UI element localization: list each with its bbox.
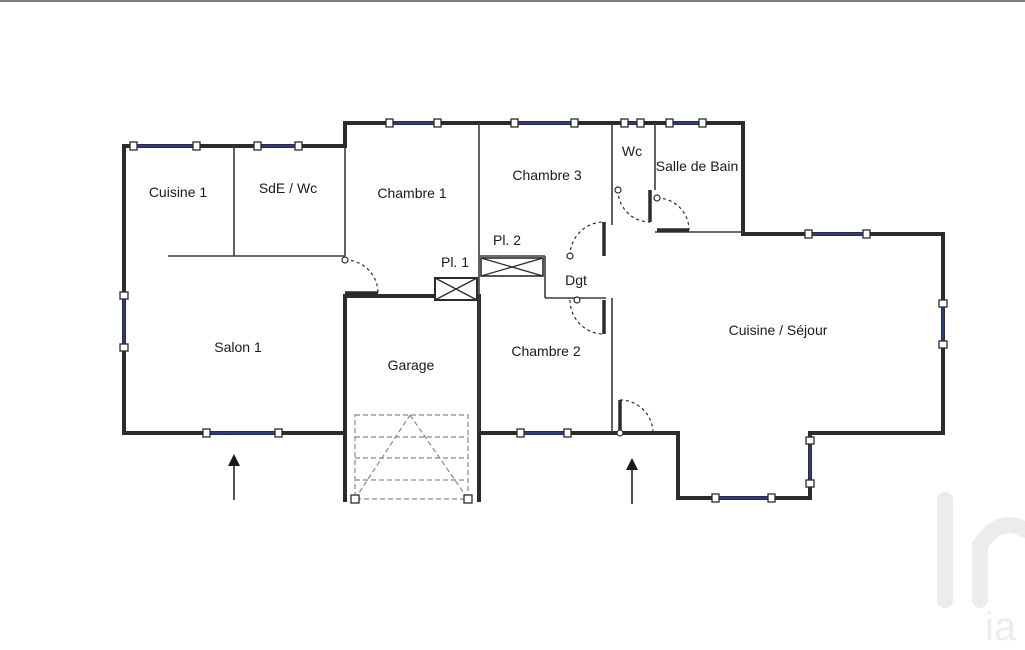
- window-sejour-south: [711, 493, 776, 503]
- room-label-chambre3: Chambre 3: [512, 167, 581, 183]
- door-salle-de-bain: [653, 194, 690, 232]
- watermark-text: ia: [985, 605, 1017, 649]
- door-entrance: [616, 399, 654, 437]
- entrance-arrow-sejour: [626, 458, 638, 504]
- entrance-arrow-salon: [228, 454, 240, 500]
- window-wc: [620, 118, 645, 128]
- window-chambre2: [516, 428, 572, 438]
- room-label-salle-de-bain: Salle de Bain: [656, 158, 739, 174]
- window-salon-west: [119, 291, 129, 352]
- room-label-cuisine1: Cuisine 1: [149, 184, 208, 200]
- room-label-chambre2: Chambre 2: [511, 343, 580, 359]
- room-label-dgt: Dgt: [565, 272, 587, 288]
- windows: [119, 118, 948, 503]
- closet-label-pl2: Pl. 2: [493, 232, 521, 248]
- door-chambre2: [569, 296, 606, 335]
- window-cuisine1: [129, 141, 201, 151]
- window-sejour-north: [804, 229, 871, 239]
- garage-walls: [343, 294, 481, 502]
- watermark-logo: ia: [937, 492, 1025, 649]
- closet-label-pl1: Pl. 1: [441, 254, 469, 270]
- window-salon-south: [202, 428, 283, 438]
- interior-walls: [168, 123, 743, 433]
- window-chambre3: [510, 118, 579, 128]
- window-sde: [253, 141, 303, 151]
- door-chambre3: [566, 221, 606, 260]
- room-label-chambre1: Chambre 1: [377, 185, 446, 201]
- closet-pl2: [480, 257, 544, 277]
- room-label-sde-wc: SdE / Wc: [259, 180, 317, 196]
- room-label-wc: Wc: [622, 143, 642, 159]
- room-label-salon1: Salon 1: [214, 339, 262, 355]
- top-wall: [343, 121, 945, 500]
- doors: [341, 186, 690, 437]
- door-chambre1: [341, 256, 379, 295]
- window-chambre1: [385, 118, 442, 128]
- window-salle-de-bain: [665, 118, 707, 128]
- window-sejour-east: [938, 299, 948, 349]
- garage-door: [350, 414, 473, 504]
- closet-pl1: [434, 277, 478, 301]
- room-label-garage: Garage: [388, 357, 435, 373]
- room-label-cuisine-sejour: Cuisine / Séjour: [729, 322, 828, 338]
- window-sejour-bay: [805, 436, 815, 488]
- door-wc: [614, 186, 652, 223]
